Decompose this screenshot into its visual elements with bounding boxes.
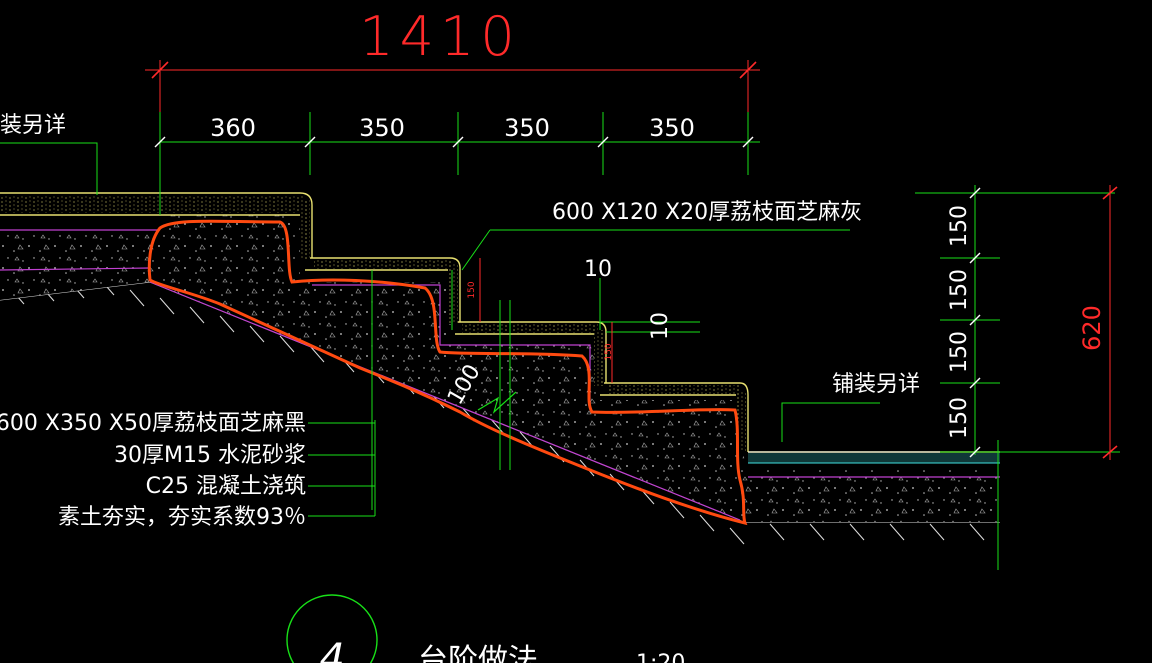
dim-tread-2: 350: [359, 114, 405, 142]
label-layer-3: C25 混凝土浇筑: [146, 474, 306, 499]
dim-gap-b: 10: [648, 312, 673, 340]
label-layer-4: 素土夯实，夯实系数93％: [58, 505, 306, 530]
dim-riser-1: 150: [947, 205, 972, 247]
dim-tread-4: 350: [649, 114, 695, 142]
dim-riser-3: 150: [947, 331, 972, 373]
highlight-outline: [147, 219, 748, 526]
dim-small-riser-b: 150: [604, 343, 614, 360]
dim-tread-1: 360: [210, 114, 256, 142]
label-riser-stone: 600 X120 X20厚荔枝面芝麻灰: [552, 200, 862, 225]
label-paving: 铺装另详: [832, 372, 920, 397]
total-height-dim: [1102, 185, 1118, 460]
dim-tread-3: 350: [504, 114, 550, 142]
dim-small-riser-a: 150: [467, 281, 477, 298]
step-detail-red: [479, 258, 613, 383]
detail-number-circle: [286, 594, 378, 663]
dim-riser-4: 150: [947, 397, 972, 439]
step-detail-lines: [371, 229, 850, 510]
stone-hatch: [0, 195, 746, 452]
tread-dimensions: [159, 112, 760, 215]
riser-ticks: [969, 187, 981, 458]
riser-dimensions: [915, 185, 1120, 570]
detail-title: 台阶做法: [418, 643, 538, 663]
dim-total: 1410: [359, 5, 520, 68]
detail-number: 4: [319, 636, 344, 663]
detail-scale: 1:20: [636, 651, 685, 663]
label-top-left: 装另详: [0, 113, 66, 138]
dim-gap-a: 10: [584, 257, 612, 282]
break-mark: [477, 391, 517, 414]
leaders: [0, 142, 880, 517]
top-dimension: [145, 60, 760, 120]
dim-total-height: 620: [1078, 305, 1106, 351]
label-layer-2: 30厚M15 水泥砂浆: [114, 443, 306, 468]
dim-riser-2: 150: [947, 269, 972, 311]
label-layer-1: 600 X350 X50厚荔枝面芝麻黑: [0, 411, 306, 436]
tread-ticks: [154, 136, 754, 148]
